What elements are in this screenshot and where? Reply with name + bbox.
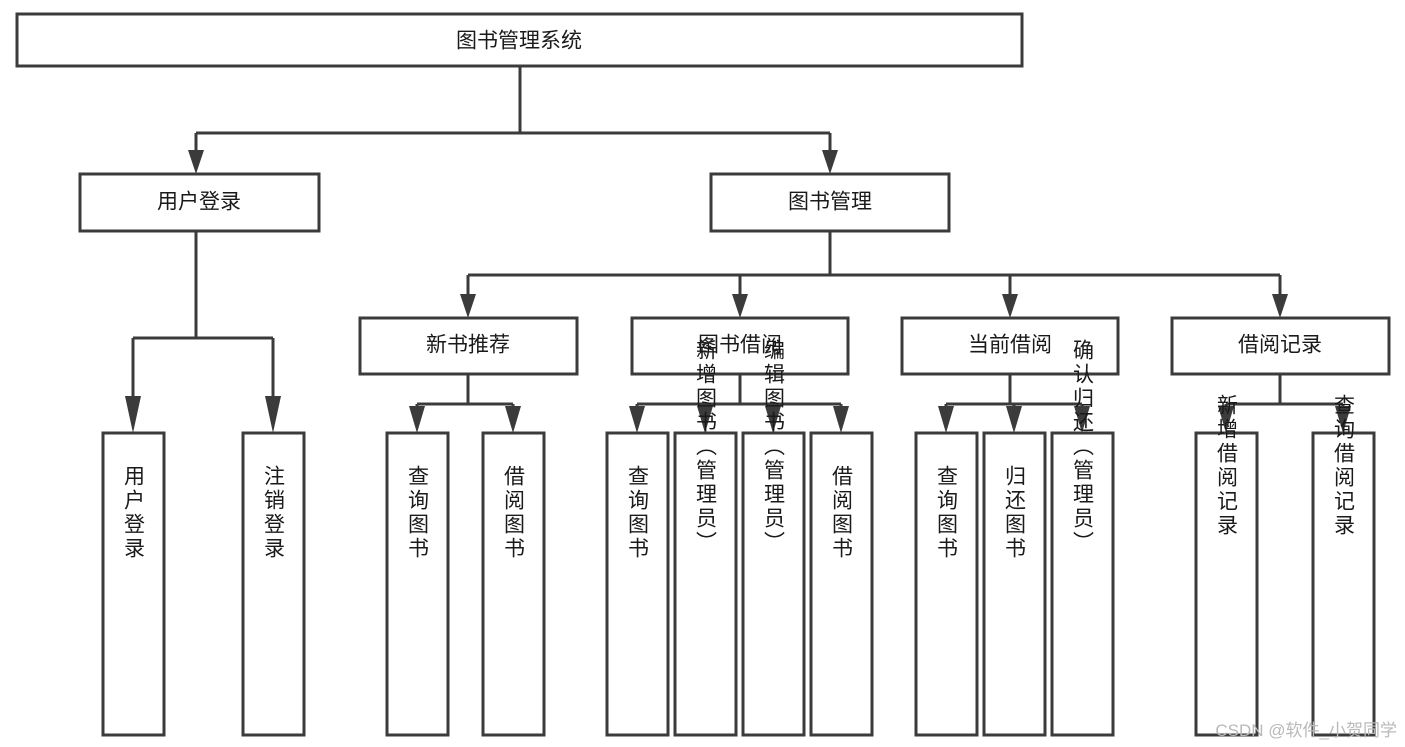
leaf-node-book-borrow-2[interactable]: 新增图书（管理员） <box>673 339 738 737</box>
node-current-borrow-label: 当前借阅 <box>968 334 1052 357</box>
leaf-box-current-borrow-3[interactable] <box>1050 431 1115 737</box>
leaf-label-book-borrow-2: 新增图书（管理员） <box>694 339 718 555</box>
leaf-node-current-borrow-3[interactable]: 确认归还（管理员） <box>1050 339 1115 737</box>
arrow-head-ul-2 <box>265 396 281 433</box>
node-book-management-box[interactable] <box>709 172 951 233</box>
leaf-node-user-login-1[interactable]: 用户登录 <box>101 431 166 737</box>
arrow-head-nbr-1 <box>409 406 425 433</box>
node-new-book-recommend-label: 新书推荐 <box>426 334 510 357</box>
leaf-node-book-borrow-3[interactable]: 编辑图书（管理员） <box>741 339 806 737</box>
leaf-label-book-borrow-3: 编辑图书（管理员） <box>762 339 786 555</box>
leaf-label-book-borrow-4: 借阅图书 <box>830 465 854 561</box>
node-current-borrow-box[interactable] <box>900 316 1120 376</box>
arrow-head-bm-1 <box>460 294 476 318</box>
leaf-node-user-login-2[interactable]: 注销登录 <box>241 431 306 737</box>
node-book-borrow[interactable]: 图书借阅 <box>630 316 850 376</box>
node-book-borrow-box[interactable] <box>630 316 850 376</box>
connector-group-current-borrow <box>938 374 1090 433</box>
leaf-label-user-login-1: 用户登录 <box>122 465 146 561</box>
node-user-login-label: 用户登录 <box>157 191 241 214</box>
leaf-label-current-borrow-1: 查询图书 <box>935 465 959 561</box>
node-borrow-record[interactable]: 借阅记录 <box>1170 316 1391 376</box>
leaf-node-book-borrow-4[interactable]: 借阅图书 <box>809 431 874 737</box>
leaf-box-book-borrow-3[interactable] <box>741 431 806 737</box>
leaf-box-new-book-recommend-1[interactable] <box>385 431 450 737</box>
node-book-management[interactable]: 图书管理 <box>709 172 951 233</box>
connector-group-borrow-record <box>1218 374 1351 433</box>
leaf-label-current-borrow-2: 归还图书 <box>1003 465 1027 561</box>
arrow-head-nbr-2 <box>505 406 521 433</box>
arrow-head-bb-3 <box>765 406 781 433</box>
leaf-label-user-login-2: 注销登录 <box>262 465 286 561</box>
node-book-borrow-label: 图书借阅 <box>698 334 782 357</box>
arrow-head-cb-3 <box>1074 406 1090 433</box>
arrow-head-bm-3 <box>1002 294 1018 318</box>
connector-group-new-book-recommend <box>409 374 521 433</box>
arrow-head-user-login <box>188 150 204 174</box>
leaf-box-book-borrow-2[interactable] <box>673 431 738 737</box>
leaf-label-borrow-record-1: 新增借阅记录 <box>1215 394 1239 538</box>
arrow-head-bm-4 <box>1272 294 1288 318</box>
node-book-management-label: 图书管理 <box>788 191 872 214</box>
arrow-head-book-mgmt <box>822 150 838 174</box>
node-root-box[interactable] <box>15 12 1024 68</box>
leaf-box-current-borrow-1[interactable] <box>914 431 979 737</box>
connector-group-root <box>188 66 838 174</box>
leaf-label-book-borrow-1: 查询图书 <box>626 465 650 561</box>
leaf-node-new-book-recommend-1[interactable]: 查询图书 <box>385 431 450 737</box>
arrow-head-br-1 <box>1218 406 1234 433</box>
arrow-head-bm-2 <box>732 294 748 318</box>
node-new-book-recommend-box[interactable] <box>358 316 579 376</box>
arrow-head-ul-1 <box>125 396 141 433</box>
connector-group-book-borrow <box>629 374 849 433</box>
arrow-head-br-2 <box>1335 406 1351 433</box>
leaf-label-new-book-recommend-2: 借阅图书 <box>502 465 526 561</box>
leaf-node-current-borrow-1[interactable]: 查询图书 <box>914 431 979 737</box>
connector-group-book-mgmt <box>460 231 1288 318</box>
node-root[interactable]: 图书管理系统 <box>15 12 1024 68</box>
connector-group-user-login <box>125 231 281 433</box>
node-user-login-box[interactable] <box>78 172 321 233</box>
arrow-head-bb-1 <box>629 406 645 433</box>
leaf-box-book-borrow-1[interactable] <box>605 431 670 737</box>
node-new-book-recommend[interactable]: 新书推荐 <box>358 316 579 376</box>
node-borrow-record-box[interactable] <box>1170 316 1391 376</box>
leaf-box-borrow-record-1[interactable] <box>1194 431 1259 737</box>
leaf-box-new-book-recommend-2[interactable] <box>481 431 546 737</box>
arrow-head-cb-1 <box>938 406 954 433</box>
leaf-label-new-book-recommend-1: 查询图书 <box>406 465 430 561</box>
node-current-borrow[interactable]: 当前借阅 <box>900 316 1120 376</box>
leaf-node-current-borrow-2[interactable]: 归还图书 <box>982 431 1047 737</box>
leaf-box-borrow-record-2[interactable] <box>1311 431 1376 737</box>
leaf-box-current-borrow-2[interactable] <box>982 431 1047 737</box>
leaf-node-book-borrow-1[interactable]: 查询图书 <box>605 431 670 737</box>
leaf-box-user-login-2[interactable] <box>241 431 306 737</box>
leaf-label-current-borrow-3: 确认归还（管理员） <box>1071 339 1095 555</box>
arrow-head-cb-2 <box>1006 406 1022 433</box>
leaf-box-book-borrow-4[interactable] <box>809 431 874 737</box>
arrow-head-bb-2 <box>697 406 713 433</box>
arrow-head-bb-4 <box>833 406 849 433</box>
node-user-login[interactable]: 用户登录 <box>78 172 321 233</box>
leaf-node-borrow-record-2[interactable]: 查询借阅记录 <box>1311 394 1376 737</box>
leaf-node-new-book-recommend-2[interactable]: 借阅图书 <box>481 431 546 737</box>
node-borrow-record-label: 借阅记录 <box>1238 334 1322 357</box>
leaf-node-borrow-record-1[interactable]: 新增借阅记录 <box>1194 394 1259 737</box>
leaf-box-user-login-1[interactable] <box>101 431 166 737</box>
leaf-label-borrow-record-2: 查询借阅记录 <box>1332 394 1356 538</box>
node-root-label: 图书管理系统 <box>456 30 582 53</box>
